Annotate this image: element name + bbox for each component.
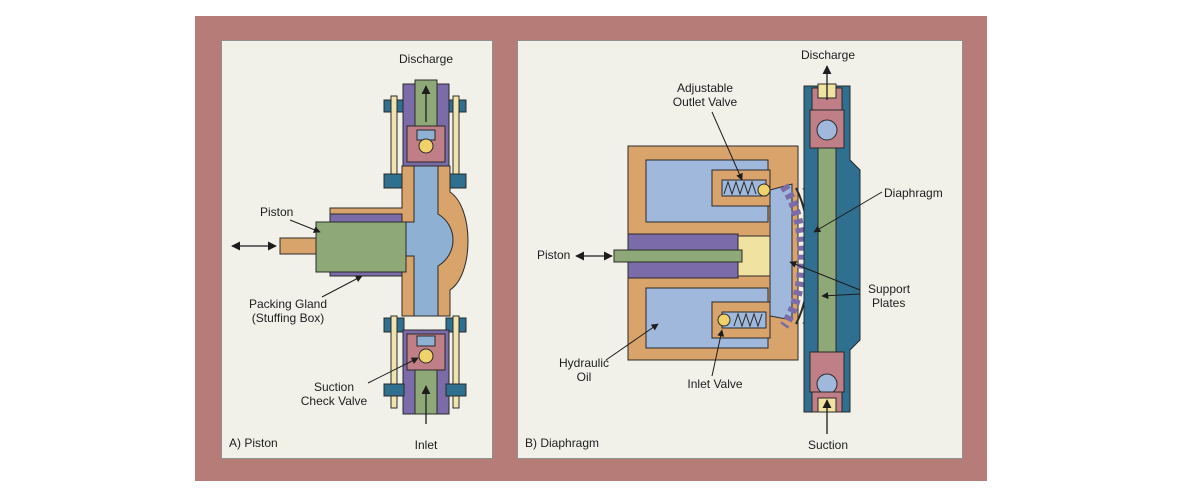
adjustable-outlet-valve [711,169,771,207]
label-oil: Oil [576,370,592,384]
caption-diaphragm: B) Diaphragm [525,436,600,450]
label-packing-gland: Packing Gland [248,297,328,311]
caption-piston: A) Piston [229,436,278,450]
support-plate-leader-2 [821,292,861,300]
label-support: Support [868,282,911,296]
label-suction-b: Suction [807,438,849,452]
label-piston-a: Piston [260,205,294,219]
label-diaphragm: Diaphragm [884,186,943,200]
support-plate-leader-1 [789,261,861,291]
label-stuffing-box: (Stuffing Box) [251,311,325,325]
piston [279,221,407,273]
label-plates: Plates [872,296,906,310]
piston-leader [289,219,321,233]
packing-gland-leader [321,275,363,298]
suction-check-ball [418,348,434,364]
diaphragm-leader [813,191,883,233]
label-inlet-valve: Inlet Valve [687,377,743,391]
hydraulic-oil-leader [605,323,659,361]
label-outlet-valve: Outlet Valve [672,95,738,109]
label-discharge-a: Discharge [398,52,454,66]
label-inlet: Inlet [414,438,438,452]
label-discharge-b: Discharge [800,48,856,62]
suction-check-leader [367,357,419,384]
outlet-valve-leader [711,111,743,181]
discharge-valve-assembly [383,79,467,189]
diaphragm-pump-head [803,83,861,413]
label-hydraulic: Hydraulic [558,356,610,370]
inlet-valve-leader [711,329,725,377]
label-check-valve: Check Valve [300,394,368,408]
inlet-valve [711,301,771,339]
label-piston-b: Piston [537,248,571,262]
label-adjustable: Adjustable [676,81,734,95]
suction-valve-assembly [383,315,467,415]
label-suction: Suction [313,380,355,394]
diaphragm-piston-rod [613,249,743,263]
discharge-check-ball [418,138,434,154]
